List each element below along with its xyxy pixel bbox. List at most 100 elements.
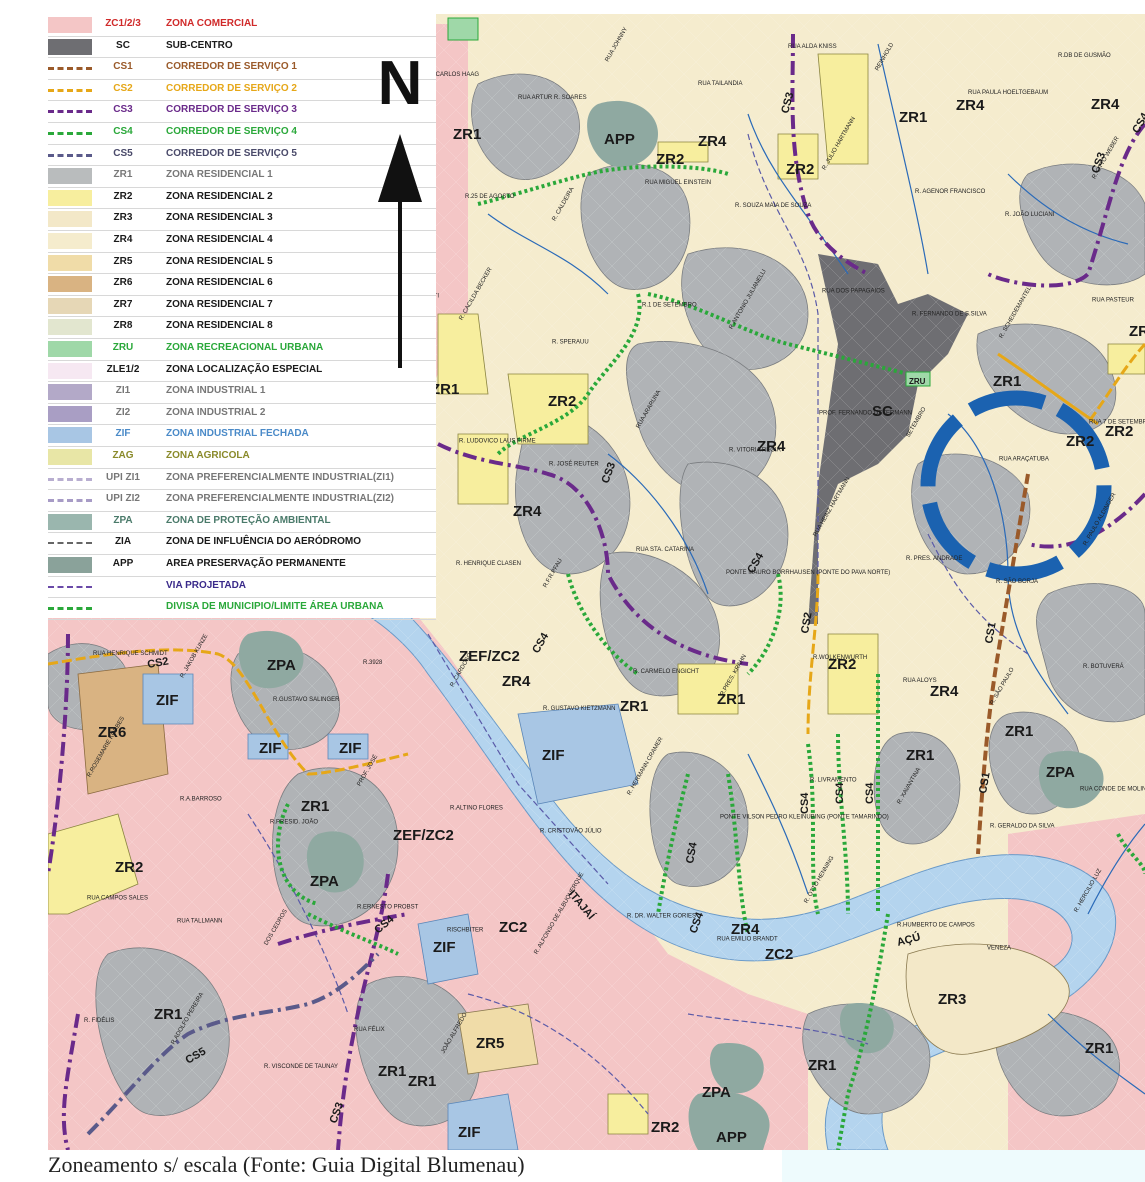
street-label: RUA TALLMANN <box>177 919 222 925</box>
colored-label: ZIF <box>339 740 362 757</box>
street-label: RUA ALOYS <box>903 678 937 684</box>
legend-swatch <box>48 189 92 206</box>
zone-label: ZR2 <box>1066 433 1094 450</box>
zone-label: ZR1 <box>620 698 648 715</box>
legend-code: CS5 <box>113 147 133 159</box>
street-label: R. FIDÉLIS <box>84 1017 114 1024</box>
north-letter: N <box>378 54 423 118</box>
street-label: R. VISCONDE DE TAUNAY <box>264 1064 338 1070</box>
legend-swatch <box>48 17 92 33</box>
legend-swatch <box>48 153 92 157</box>
legend-label: ZONA RESIDENCIAL 6 <box>166 277 273 289</box>
legend-code: CS4 <box>113 126 133 137</box>
legend-separator <box>48 554 436 555</box>
colored-label: ZPA <box>310 873 339 890</box>
street-label: R. JOSÉ REUTER <box>549 461 599 468</box>
legend-separator <box>48 100 436 102</box>
legend-code: ZIF <box>115 428 131 440</box>
street-label: R. SPERAUU <box>552 339 589 345</box>
legend-swatch <box>48 499 92 503</box>
zone-label: ZR4 <box>502 673 531 690</box>
legend-code: APP <box>112 558 134 569</box>
street-label: R.WOLKENWURTH <box>813 655 867 661</box>
legend-swatch <box>48 427 92 444</box>
legend-separator <box>48 359 436 361</box>
legend-swatch <box>48 341 92 357</box>
corridor-label: CS4 <box>834 782 846 804</box>
street-label: RUA FÉLIX <box>354 1026 385 1033</box>
street-label: RISCHBITER <box>447 928 484 934</box>
legend-label: ZONA INDUSTRIAL 1 <box>166 385 266 397</box>
zone-label: ZR4 <box>930 683 959 700</box>
legend-separator <box>48 122 436 123</box>
street-label: R. LIVRAMENTO <box>810 777 857 783</box>
corridor-label: CS2 <box>799 611 815 634</box>
zone-industrial-closed-patches <box>142 673 639 1150</box>
caption-box <box>782 1150 1145 1182</box>
legend-code: ZR6 <box>113 277 133 289</box>
zone-label: ZR4 <box>757 438 786 455</box>
legend-label: ZONA RESIDENCIAL 8 <box>166 320 273 332</box>
legend-separator <box>48 424 436 426</box>
zone-label: ZR1 <box>717 691 745 708</box>
legend-code: ZIA <box>114 536 132 548</box>
legend-separator <box>48 489 436 491</box>
zone-label: ZR2 <box>548 393 576 410</box>
legend-swatch <box>48 276 92 293</box>
street-label: R.GUSTAVO SALINGER <box>273 697 340 703</box>
zone-residential-5-patch <box>457 1003 539 1075</box>
street-label: R. AGENOR FRANCISCO <box>915 189 986 195</box>
legend-swatch <box>48 88 92 92</box>
zone-residential-2-patches <box>48 53 1145 1135</box>
street-label: R.A.BARROSO <box>180 796 222 802</box>
legend-separator <box>48 510 436 512</box>
legend-separator <box>48 57 436 59</box>
legend-swatch <box>48 513 92 530</box>
legend-label: SUB-CENTRO <box>166 39 233 51</box>
corridor-label: CS1 <box>977 771 993 794</box>
legend-swatch <box>48 585 92 588</box>
zone-label: ZR6 <box>98 724 126 741</box>
legend-swatch <box>48 607 92 611</box>
legend-item: VIA PROJETADA <box>48 576 436 598</box>
corridor-cs3 <box>48 33 1145 1150</box>
legend-swatch <box>48 110 92 114</box>
legend-code: ZR4 <box>113 234 133 245</box>
street-label: R.3928 <box>363 660 383 666</box>
corridor-cs4 <box>276 164 1145 1150</box>
legend-swatch <box>48 211 92 228</box>
street-label: R.DB DE GUSMÃO <box>1058 52 1111 59</box>
zone-label: ZR3 <box>938 991 966 1008</box>
street-label: R.25 DE AGOSTO <box>465 194 515 200</box>
street-label: R. JOÃO LUCIANI <box>1005 211 1055 218</box>
legend-code: ZR7 <box>113 298 133 310</box>
legend-code: ZI1 <box>115 385 131 397</box>
colored-label: ZEF/ZC2 <box>459 648 520 665</box>
zone-recreational <box>905 371 931 387</box>
street-label: R. GUSTAVO KIETZMANN <box>543 706 615 712</box>
street-label: R.1 DE SETEMBRO <box>642 302 697 308</box>
street-label: RUA PASTEUR <box>1092 297 1135 303</box>
legend-swatch <box>48 38 92 55</box>
roads <box>247 133 1029 1115</box>
zone-label: ZR1 <box>431 381 459 398</box>
zone-label: ZR1 <box>1005 723 1033 740</box>
legend-swatch <box>48 319 92 336</box>
street-label: RUA ALDA KNISS <box>788 44 837 50</box>
corridor-cs1 <box>976 473 1030 855</box>
zone-label: ZR2 <box>1105 423 1133 440</box>
street-label: PONTE MAURO BORRHAUSEN (PONTE DO PAVA NO… <box>726 570 890 576</box>
street-label: R. FERNANDO DE S.SILVA <box>912 311 987 317</box>
corridor-label: CS4 <box>864 782 876 804</box>
legend-separator <box>48 35 436 37</box>
legend-label: ZONA RESIDENCIAL 3 <box>166 212 273 224</box>
zone-label: ZR4 <box>1091 96 1120 113</box>
street-label: R. CARMELO ENGICHT <box>633 669 699 675</box>
street-label: RUA ARTUR R. SOARES <box>518 95 587 101</box>
legend-code: CS2 <box>113 82 133 94</box>
legend-label: ZONA COMERCIAL <box>166 18 258 29</box>
legend-label: ZONA DE PROTEÇÃO AMBIENTAL <box>166 514 331 526</box>
